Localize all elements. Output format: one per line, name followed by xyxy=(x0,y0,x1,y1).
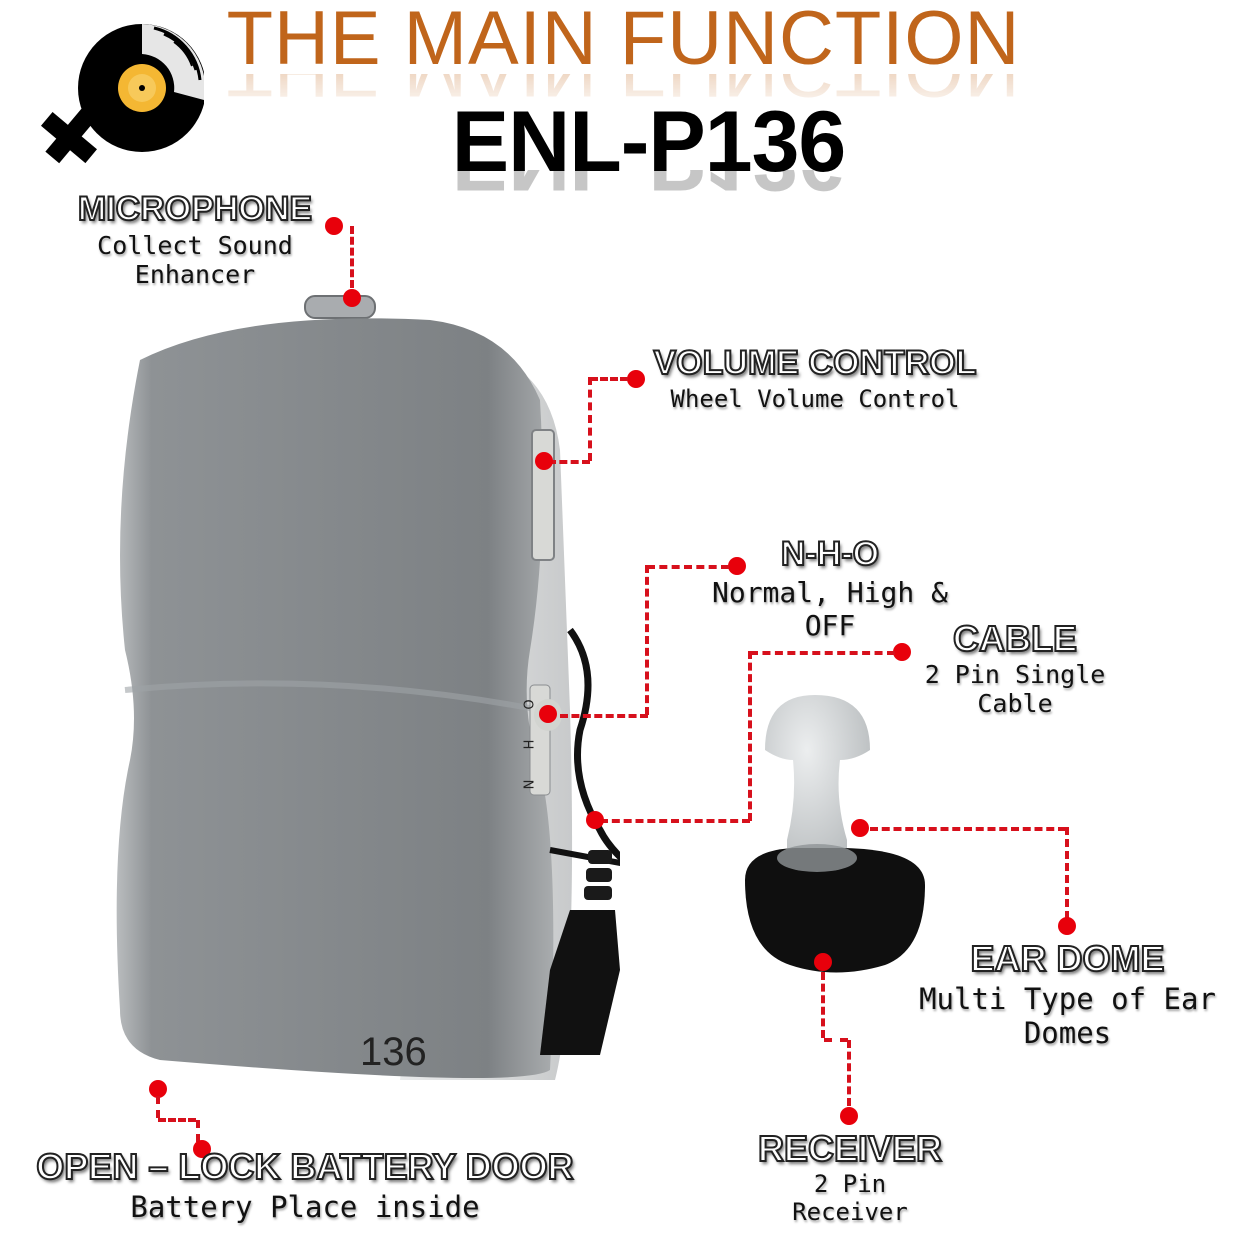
volume-leader-line-bottom xyxy=(548,460,590,464)
nho-desc-line2: OFF xyxy=(804,609,856,642)
cable-leader-line-bottom xyxy=(600,819,750,823)
nho-desc-line1: Normal, High & xyxy=(711,576,948,609)
receiver-leader-line-upper xyxy=(821,972,825,1038)
nho-point-dot xyxy=(539,705,557,723)
cable-marker-dot xyxy=(893,643,911,661)
volume-leader-line-top xyxy=(590,377,628,381)
ear-dome-desc-line2: Domes xyxy=(1023,1016,1112,1050)
page-title: THE MAIN FUNCTION xyxy=(226,0,1021,81)
microphone-title: MICROPHONE xyxy=(77,189,313,229)
nho-title: N-H-O xyxy=(780,534,880,574)
volume-callout: VOLUME CONTROL Wheel Volume Control xyxy=(630,343,1000,413)
microphone-callout: MICROPHONE Collect Sound Enhancer xyxy=(40,189,350,289)
nho-leader-line-bottom xyxy=(560,714,648,718)
cable-leader-line-vertical xyxy=(748,651,752,821)
vinyl-record-female-symbol-icon xyxy=(40,24,204,164)
cable-desc-line1: 2 Pin Single xyxy=(924,660,1106,689)
battery-leader-line-upper xyxy=(156,1096,160,1118)
device-model-number: 136 xyxy=(360,1030,427,1074)
nho-leader-line-vertical xyxy=(645,565,649,715)
microphone-desc-line1: Collect Sound xyxy=(97,231,293,260)
ear-dome-point-dot xyxy=(851,819,869,837)
microphone-point-dot xyxy=(343,289,361,307)
ear-dome-callout: EAR DOME Multi Type of Ear Domes xyxy=(900,937,1235,1050)
nho-leader-line-top xyxy=(647,565,729,569)
battery-desc-line1: Battery Place inside xyxy=(130,1190,480,1224)
receiver-title: RECEIVER xyxy=(757,1127,943,1170)
microphone-marker-dot xyxy=(325,217,343,235)
volume-title: VOLUME CONTROL xyxy=(653,343,978,383)
receiver-desc-line1: 2 Pin xyxy=(813,1170,887,1198)
model-name: ENL-P136 xyxy=(451,94,847,190)
nho-callout: N-H-O Normal, High & OFF xyxy=(680,534,980,642)
microphone-desc-line2: Enhancer xyxy=(134,260,256,289)
volume-desc-line1: Wheel Volume Control xyxy=(670,385,960,413)
receiver-leader-line-lower xyxy=(847,1040,851,1106)
ear-dome-leader-line-vertical xyxy=(1065,827,1069,919)
volume-point-dot xyxy=(535,452,553,470)
battery-title: OPEN – LOCK BATTERY DOOR xyxy=(35,1145,574,1188)
cable-title: CABLE xyxy=(952,617,1078,660)
battery-point-dot xyxy=(149,1080,167,1098)
cable-point-dot xyxy=(586,811,604,829)
switch-label-o: O xyxy=(519,699,535,710)
volume-leader-line-vertical xyxy=(588,377,592,461)
battery-marker-dot xyxy=(193,1140,211,1158)
ear-dome-title: EAR DOME xyxy=(969,937,1165,980)
battery-leader-line-lower xyxy=(196,1120,200,1142)
cable-leader-line-top xyxy=(750,651,895,655)
ear-dome-marker-dot xyxy=(1058,917,1076,935)
cable-desc-line2: Cable xyxy=(977,689,1053,718)
receiver-marker-dot xyxy=(840,1107,858,1125)
ear-dome-desc-line1: Multi Type of Ear xyxy=(919,982,1216,1016)
switch-label-h: H xyxy=(519,739,535,750)
cable-callout: CABLE 2 Pin Single Cable xyxy=(905,617,1125,718)
microphone-leader-line xyxy=(350,226,354,288)
receiver-desc-line2: Receiver xyxy=(792,1198,908,1226)
nho-marker-dot xyxy=(728,557,746,575)
switch-label-n: N xyxy=(519,779,535,790)
receiver-leader-line-step xyxy=(824,1038,848,1042)
receiver-point-dot xyxy=(814,953,832,971)
ear-dome-leader-line-top xyxy=(870,827,1066,831)
volume-marker-dot xyxy=(627,370,645,388)
battery-callout: OPEN – LOCK BATTERY DOOR Battery Place i… xyxy=(10,1145,600,1224)
hearing-amplifier-device xyxy=(116,295,620,1080)
battery-leader-line-step xyxy=(158,1118,196,1122)
ear-dome-receiver xyxy=(745,695,925,973)
receiver-callout: RECEIVER 2 Pin Receiver xyxy=(740,1127,960,1226)
